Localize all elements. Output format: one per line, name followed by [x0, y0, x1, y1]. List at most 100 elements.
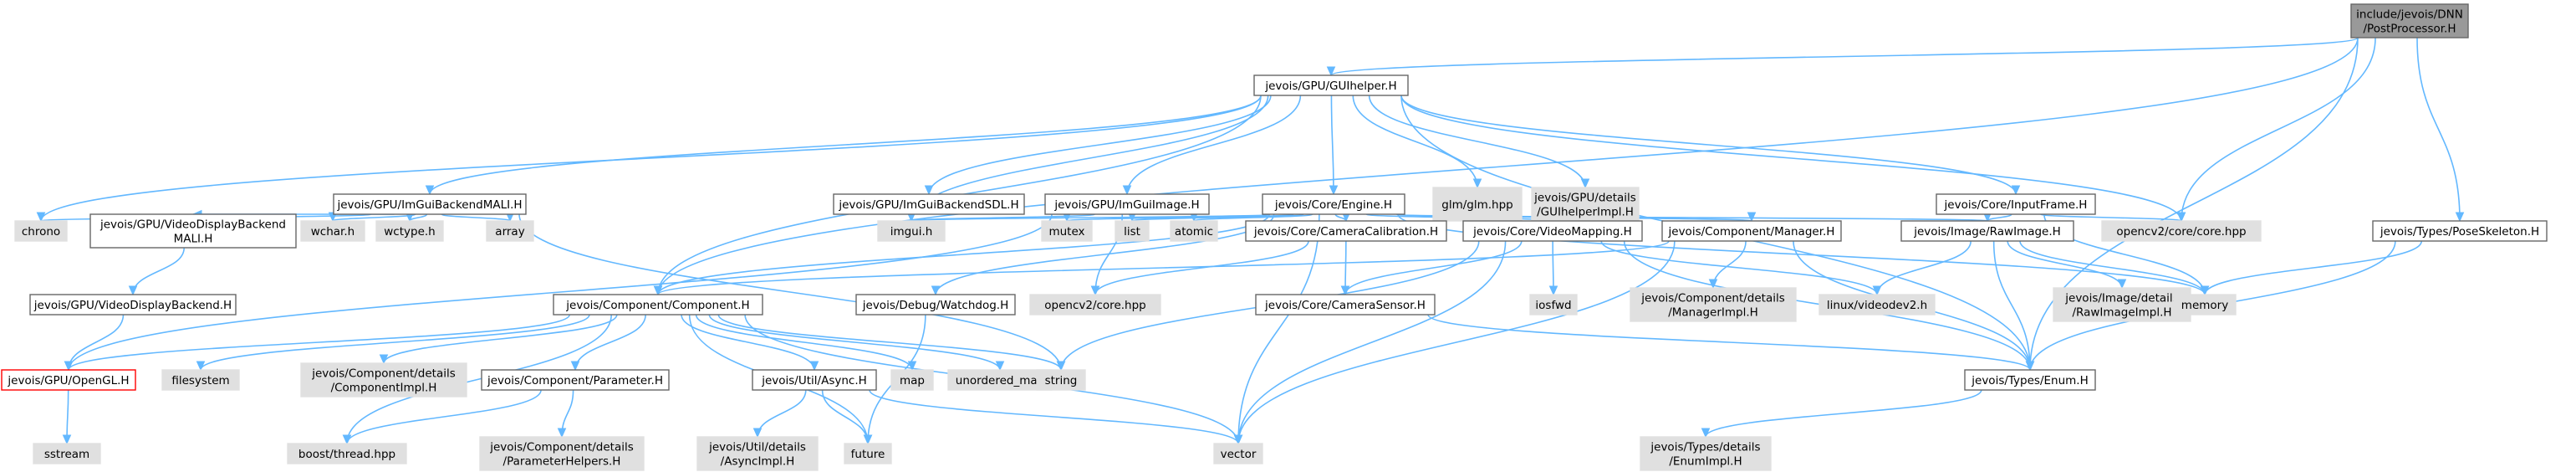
node-label: map — [900, 374, 925, 387]
node-guihelper[interactable]: jevois/GPU/GUIhelper.H — [1253, 74, 1409, 96]
node-label: unordered_map — [956, 374, 1044, 387]
node-imguimali[interactable]: jevois/GPU/ImGuiBackendMALI.H — [333, 193, 527, 215]
edge-inputframe-to-cvcore — [2039, 212, 2186, 223]
node-label: jevois/GPU/ImGuiImage.H — [1053, 198, 1199, 212]
node-poseskel[interactable]: jevois/Types/PoseSkeleton.H — [2372, 220, 2548, 242]
node-label: jevois/GPU/VideoDisplayBackend.H — [33, 299, 232, 312]
edge-line — [1330, 37, 2359, 76]
node-vdb[interactable]: jevois/GPU/VideoDisplayBackend.H — [29, 294, 237, 316]
node-box — [486, 220, 534, 242]
edge-line — [1344, 240, 1523, 295]
edge-line — [1992, 240, 2031, 371]
edge-line — [346, 389, 542, 444]
node-paramhelpers: jevois/Component/details/ParameterHelper… — [479, 436, 645, 471]
edge-line — [657, 240, 1670, 295]
node-box — [2350, 3, 2469, 38]
arrowhead — [1701, 428, 1711, 439]
node-box — [877, 220, 946, 242]
node-label: atomic — [1175, 225, 1213, 239]
edge-line — [1330, 95, 1334, 195]
node-box — [33, 443, 101, 464]
node-imguiimage[interactable]: jevois/GPU/ImGuiImage.H — [1044, 193, 1210, 215]
node-label: boost/thread.hpp — [298, 448, 395, 461]
node-videodev2: linux/videodev2.h — [1819, 294, 1936, 316]
edge-guihelper-to-glm — [1352, 95, 1482, 189]
edge-line — [1368, 95, 1586, 188]
node-opengl[interactable]: jevois/GPU/OpenGL.H — [1, 369, 136, 391]
node-rawimageimpl: jevois/Image/details/RawImageImpl.H — [2053, 287, 2191, 322]
edge-rawimage-to-rawimageimpl — [2007, 240, 2127, 290]
node-component[interactable]: jevois/Component/Component.H — [553, 294, 763, 316]
edge-camsensor-to-enum — [1427, 314, 2035, 372]
node-opencvcore: opencv2/core.hpp — [1029, 294, 1161, 316]
arrowhead — [907, 361, 917, 372]
node-async[interactable]: jevois/Util/Async.H — [752, 369, 877, 391]
node-label: opencv2/core.hpp — [1044, 299, 1145, 312]
node-box — [890, 369, 934, 391]
node-label: jevois/GPU/details — [1533, 192, 1636, 205]
edge-manager-to-managerimpl — [1708, 240, 1747, 290]
node-atomic: atomic — [1170, 220, 1218, 242]
arrowhead — [1340, 285, 1350, 296]
arrowhead — [1329, 185, 1339, 196]
node-managerimpl: jevois/Component/details/ManagerImpl.H — [1630, 287, 1797, 322]
node-sstream: sstream — [33, 443, 101, 464]
node-label: wchar.h — [311, 225, 355, 239]
node-camsensor[interactable]: jevois/Core/CameraSensor.H — [1255, 294, 1436, 316]
arrowhead — [1090, 285, 1100, 296]
arrowhead — [64, 361, 74, 372]
arrowhead — [2200, 285, 2210, 296]
node-rawimage[interactable]: jevois/Image/RawImage.H — [1900, 220, 2074, 242]
node-chrono: chrono — [14, 220, 68, 242]
node-box — [752, 369, 877, 391]
node-inputframe[interactable]: jevois/Core/InputFrame.H — [1936, 193, 2096, 215]
edge-line — [1987, 213, 2012, 222]
node-box — [1170, 220, 1218, 242]
edge-line — [708, 314, 1001, 371]
edge-line — [657, 213, 1270, 295]
arrowhead — [924, 185, 934, 196]
node-videomapping[interactable]: jevois/Core/VideoMapping.H — [1462, 220, 1643, 242]
node-label: future — [851, 448, 885, 461]
edge-line — [441, 213, 511, 222]
node-label: jevois/Component/Component.H — [565, 299, 749, 312]
node-box — [161, 369, 240, 391]
node-list: list — [1115, 220, 1150, 242]
node-box — [1255, 294, 1436, 316]
edge-component-to-async — [681, 314, 819, 372]
edge-line — [68, 314, 571, 371]
node-label: linux/videodev2.h — [1827, 299, 1927, 312]
node-manager[interactable]: jevois/Component/Manager.H — [1661, 220, 1842, 242]
node-label: iosfwd — [1535, 299, 1571, 312]
node-box — [300, 362, 467, 398]
node-parameter[interactable]: jevois/Component/Parameter.H — [481, 369, 670, 391]
node-label: jevois/Types/PoseSkeleton.H — [2380, 225, 2539, 239]
edge-enum-to-enumimpl — [1701, 389, 1982, 439]
node-engine[interactable]: jevois/Core/Engine.H — [1262, 193, 1405, 215]
edge-camcalib-to-opencvcore — [1090, 240, 1309, 296]
edge-line — [1352, 95, 1478, 188]
arrowhead — [2176, 212, 2186, 223]
node-label: jevois/GPU/ImGuiBackendSDL.H — [838, 198, 1018, 212]
node-camcalib[interactable]: jevois/Core/CameraCalibration.H — [1245, 220, 1447, 242]
node-label: jevois/Component/Manager.H — [1668, 225, 1835, 239]
node-watchdog[interactable]: jevois/Debug/Watchdog.H — [855, 294, 1016, 316]
arrowhead — [931, 285, 941, 296]
node-root[interactable]: include/jevois/DNN/PostProcessor.H — [2350, 3, 2469, 38]
node-label: jevois/Util/Async.H — [761, 374, 867, 387]
node-imguisdl[interactable]: jevois/GPU/ImGuiBackendSDL.H — [833, 193, 1025, 215]
edge-component-to-compimpl — [379, 314, 618, 365]
edge-line — [695, 314, 913, 371]
edge-line — [2007, 240, 2123, 289]
node-label: jevois/Core/CameraSensor.H — [1264, 299, 1426, 312]
node-label: /EnumImpl.H — [1669, 455, 1742, 469]
arrowhead — [1122, 185, 1132, 196]
edge-line — [40, 95, 1262, 222]
node-label: mutex — [1048, 225, 1084, 239]
node-enum[interactable]: jevois/Types/Enum.H — [1964, 369, 2096, 391]
node-box — [1041, 220, 1093, 242]
edge-line — [869, 389, 1239, 444]
node-compimpl: jevois/Component/details/ComponentImpl.H — [300, 362, 467, 398]
edge-line — [1876, 240, 1972, 295]
